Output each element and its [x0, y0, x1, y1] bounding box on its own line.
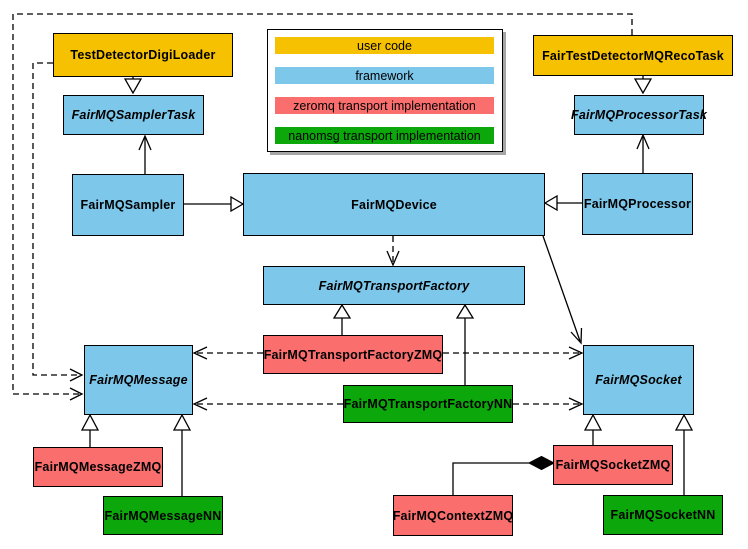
- edge-dependency-factoryzmq-message: [192, 346, 263, 360]
- class-box-fairmqsocketzmq: FairMQSocketZMQ: [553, 445, 673, 485]
- edge-dependency-recotask-message: [12, 13, 633, 401]
- edge-dependency-factorynn-socket: [513, 397, 584, 411]
- edge-dependency-factorynn-message: [192, 397, 343, 411]
- class-box-fairmqmessagenn: FairMQMessageNN: [103, 496, 223, 535]
- legend-item-zeromq: zeromq transport implementation: [275, 97, 494, 114]
- edge-inheritance-socketzmq-socket: [583, 413, 603, 445]
- edge-dependency-digiloader-message: [32, 62, 84, 382]
- edge-inheritance-messagezmq-message: [80, 413, 100, 447]
- edge-inheritance-messagenn-message: [172, 413, 192, 496]
- class-label-fairmqsamplertask: FairMQSamplerTask: [71, 108, 196, 122]
- class-box-fairmqmessagezmq: FairMQMessageZMQ: [33, 447, 163, 487]
- legend-label-framework: framework: [355, 68, 414, 83]
- class-label-fairmqtransportfactoryzmq: FairMQTransportFactoryZMQ: [263, 347, 443, 362]
- edge-inheritance-digiloader-samplertask: [123, 77, 143, 95]
- class-label-fairmqmessage: FairMQMessage: [89, 373, 188, 387]
- class-label-fairmqsocketzmq: FairMQSocketZMQ: [555, 458, 671, 472]
- class-box-fairmqsamplertask: FairMQSamplerTask: [63, 95, 204, 135]
- edge-dependency-device-transportfactory: [386, 236, 400, 267]
- edge-association-device-socket: [542, 235, 583, 345]
- legend-item-user-code: user code: [275, 37, 494, 54]
- class-label-fairmqsocketnn: FairMQSocketNN: [610, 508, 716, 522]
- edge-inheritance-factorynn-transportfactory: [455, 303, 475, 385]
- edge-dependency-factoryzmq-socket: [443, 346, 584, 360]
- edge-inheritance-sampler-device: [184, 195, 245, 213]
- legend-label-user-code: user code: [357, 38, 412, 53]
- class-label-fairmqdevice: FairMQDevice: [351, 197, 437, 212]
- class-label-fairmqsocket: FairMQSocket: [595, 373, 682, 387]
- edge-association-processor-processortask: [636, 133, 650, 173]
- class-box-fairmqtransportfactory: FairMQTransportFactory: [263, 266, 525, 305]
- class-label-testdetectordigiloader: TestDetectorDigiLoader: [70, 48, 216, 62]
- legend-label-nanomsg: nanomsg transport implementation: [288, 128, 481, 143]
- class-label-fairmqsampler: FairMQSampler: [80, 198, 176, 212]
- class-label-fairtestdetectormqrecotask: FairTestDetectorMQRecoTask: [542, 48, 724, 63]
- class-box-fairmqprocessortask: FairMQProcessorTask: [570, 95, 708, 135]
- class-box-fairmqprocessor: FairMQProcessor: [582, 173, 693, 235]
- edge-composition-contextzmq-socketzmq: [452, 455, 556, 495]
- class-label-fairmqprocessortask: FairMQProcessorTask: [570, 108, 708, 122]
- class-box-fairmqmessage: FairMQMessage: [84, 345, 193, 415]
- class-box-fairmqtransportfactoryzmq: FairMQTransportFactoryZMQ: [263, 335, 443, 374]
- class-box-fairmqsocket: FairMQSocket: [583, 345, 694, 415]
- edge-inheritance-processor-device: [543, 194, 582, 212]
- legend: user code framework zeromq transport imp…: [267, 29, 503, 152]
- class-box-fairmqdevice: FairMQDevice: [243, 173, 545, 236]
- legend-label-zeromq: zeromq transport implementation: [293, 98, 476, 113]
- class-label-fairmqmessagezmq: FairMQMessageZMQ: [34, 460, 162, 474]
- class-label-fairmqmessagenn: FairMQMessageNN: [104, 508, 222, 523]
- class-box-fairmqsampler: FairMQSampler: [72, 174, 184, 236]
- class-label-fairmqtransportfactorynn: FairMQTransportFactoryNN: [343, 397, 513, 411]
- edge-inheritance-factoryzmq-transportfactory: [332, 303, 352, 335]
- class-box-testdetectordigiloader: TestDetectorDigiLoader: [53, 33, 233, 77]
- class-box-fairmqsocketnn: FairMQSocketNN: [603, 495, 723, 535]
- class-box-fairtestdetectormqrecotask: FairTestDetectorMQRecoTask: [533, 35, 733, 76]
- legend-item-framework: framework: [275, 67, 494, 84]
- class-label-fairmqcontextzmq: FairMQContextZMQ: [392, 508, 514, 523]
- legend-item-nanomsg: nanomsg transport implementation: [275, 127, 494, 144]
- class-label-fairmqtransportfactory: FairMQTransportFactory: [318, 278, 470, 293]
- edge-inheritance-recotask-processortask: [633, 76, 653, 95]
- edge-inheritance-socketnn-socket: [674, 413, 694, 495]
- edge-association-sampler-samplertask: [138, 134, 152, 174]
- class-label-fairmqprocessor: FairMQProcessor: [583, 197, 692, 211]
- class-box-fairmqcontextzmq: FairMQContextZMQ: [393, 495, 513, 536]
- class-box-fairmqtransportfactorynn: FairMQTransportFactoryNN: [343, 385, 513, 423]
